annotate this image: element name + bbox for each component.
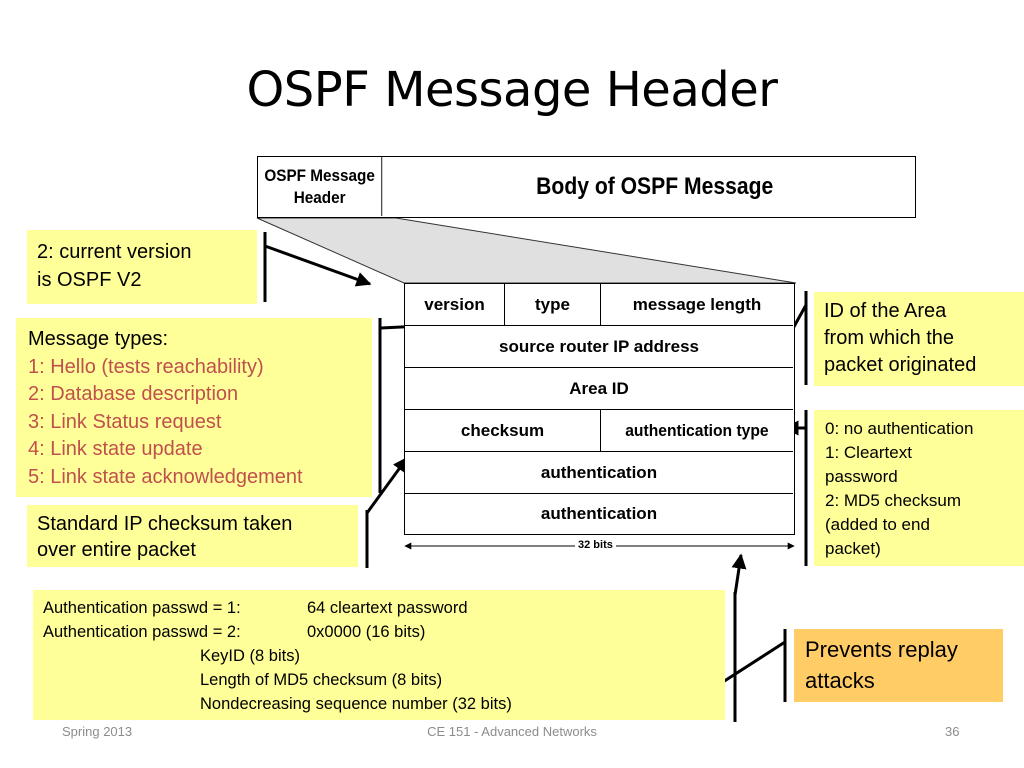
footer-date: Spring 2013	[62, 724, 133, 739]
message-type-item: 5: Link state acknowledgement	[28, 465, 303, 488]
message-type-item: 2: Database description	[28, 383, 239, 405]
field-message-length-label: message length	[632, 294, 762, 314]
field-authentication-1: authentication	[405, 452, 793, 494]
auth-type-note: 0: no authentication 1: Cleartext passwo…	[814, 410, 1024, 566]
area-id-note-line-1: ID of the Area	[824, 300, 947, 322]
message-types-note: Message types: 1: Hello (tests reachabil…	[16, 318, 372, 497]
auth-detail-row-1-label: Authentication passwd = 1:	[43, 599, 241, 617]
top-packet: OSPF Message Header Body of OSPF Message	[257, 156, 916, 218]
field-source-router-label: source router IP address	[499, 336, 699, 356]
auth-type-note-line: 2: MD5 checksum	[825, 491, 962, 510]
replay-note-line-2: attacks	[805, 668, 875, 693]
footer-course: CE 151 - Advanced Networks	[427, 724, 597, 739]
field-type: type	[505, 284, 601, 326]
message-type-item: 1: Hello (tests reachability)	[28, 355, 264, 378]
message-type-item: 4: Link state update	[28, 438, 203, 460]
field-area-id-label: Area ID	[569, 378, 629, 398]
auth-type-note-line: 1: Cleartext	[825, 443, 912, 462]
width-label: 32 bits	[575, 539, 616, 551]
replay-note-line-1: Prevents replay	[805, 637, 958, 662]
replay-note: Prevents replay attacks	[794, 629, 1003, 702]
field-auth-type-label: authentication type	[625, 420, 769, 440]
field-version-label: version	[424, 294, 485, 314]
area-id-note: ID of the Area from which the packet ori…	[814, 292, 1024, 386]
auth-detail-row-1: Authentication passwd = 1: 64 cleartext …	[43, 596, 715, 620]
auth-detail-note: Authentication passwd = 1: 64 cleartext …	[33, 590, 725, 720]
field-authentication-1-label: authentication	[540, 462, 658, 482]
auth-detail-sub-item: Length of MD5 checksum (8 bits)	[200, 671, 443, 689]
auth-detail-row-2-value: 0x0000 (16 bits)	[307, 623, 426, 641]
auth-type-note-line: 0: no authentication	[825, 419, 974, 438]
area-id-note-line-2: from which the	[824, 327, 955, 349]
auth-detail-row-2-label: Authentication passwd = 2:	[43, 623, 241, 641]
field-authentication-2-label: authentication	[540, 504, 658, 523]
slide-title: OSPF Message Header	[246, 62, 778, 118]
checksum-arrow	[365, 456, 409, 514]
auth-detail-sub-item: Nondecreasing sequence number (32 bits)	[200, 695, 512, 713]
header-table: version type message length source route…	[404, 283, 795, 535]
checksum-note-line-1: Standard IP checksum taken	[37, 513, 293, 535]
checksum-note-line-2: over entire packet	[37, 539, 196, 561]
field-authentication-2: authentication	[405, 494, 793, 534]
version-note-line-1: 2: current version	[37, 241, 192, 263]
message-types-heading: Message types:	[28, 328, 169, 350]
packet-body-cell: Body of OSPF Message	[396, 157, 914, 216]
field-type-label: type	[535, 294, 570, 314]
zoom-funnel	[256, 217, 797, 284]
version-note-line-2: is OSPF V2	[37, 269, 142, 291]
version-arrow	[264, 244, 372, 287]
footer-slide-number: 36	[945, 724, 960, 739]
auth-type-note-line: password	[825, 467, 898, 486]
auth-type-note-line: (added to end	[825, 515, 930, 534]
field-area-id: Area ID	[405, 368, 793, 410]
auth-detail-sub-item: KeyID (8 bits)	[200, 647, 300, 665]
packet-header-cell: OSPF Message Header	[258, 157, 383, 216]
auth-type-note-line: packet)	[825, 539, 881, 558]
field-checksum: checksum	[405, 410, 601, 452]
packet-header-label: OSPF Message Header	[264, 165, 375, 207]
field-source-router: source router IP address	[405, 326, 793, 368]
field-message-length: message length	[601, 284, 793, 326]
field-version: version	[405, 284, 505, 326]
version-note: 2: current version is OSPF V2	[27, 230, 257, 304]
field-auth-type: authentication type	[601, 410, 793, 452]
field-checksum-label: checksum	[460, 420, 545, 440]
message-type-item: 3: Link Status request	[28, 410, 222, 433]
auth-detail-arrow	[731, 553, 747, 596]
auth-detail-row-1-value: 64 cleartext password	[307, 599, 468, 617]
checksum-note: Standard IP checksum taken over entire p…	[27, 505, 358, 567]
packet-body-label: Body of OSPF Message	[536, 172, 774, 200]
area-id-note-line-3: packet originated	[824, 354, 977, 376]
auth-detail-row-2: Authentication passwd = 2: 0x0000 (16 bi…	[43, 620, 715, 644]
